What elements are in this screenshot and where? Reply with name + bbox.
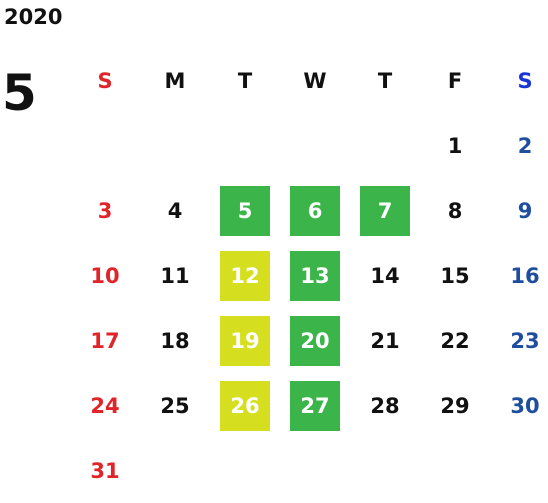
day-number: 29: [440, 393, 470, 418]
empty-cell: [350, 438, 420, 503]
day-cell-30: 30: [490, 373, 548, 438]
day-cell-13: 13: [280, 243, 350, 308]
day-cell-25: 25: [140, 373, 210, 438]
day-cell-18: 18: [140, 308, 210, 373]
day-cell-23: 23: [490, 308, 548, 373]
day-number: 2: [517, 133, 533, 158]
day-cell-2: 2: [490, 113, 548, 178]
weekday-header-wed: W: [303, 68, 327, 93]
highlight-box-green: 5: [220, 185, 270, 236]
day-number: 10: [90, 263, 120, 288]
day-number: 8: [447, 198, 463, 223]
day-number: 3: [97, 198, 113, 223]
day-cell-9: 9: [490, 178, 548, 243]
empty-cell: [140, 438, 210, 503]
empty-cell: [280, 438, 350, 503]
year-label: 2020: [4, 5, 63, 29]
day-cell-12: 12: [210, 243, 280, 308]
day-cell-6: 6: [280, 178, 350, 243]
day-number: 16: [510, 263, 540, 288]
day-cell-5: 5: [210, 178, 280, 243]
day-number: 1: [447, 133, 463, 158]
weekday-header-tue: T: [237, 68, 253, 93]
day-number: 24: [90, 393, 120, 418]
day-cell-24: 24: [70, 373, 140, 438]
day-number: 17: [90, 328, 120, 353]
highlight-box-yellow: 12: [220, 250, 270, 301]
weekday-header-mon: M: [164, 68, 186, 93]
highlight-box-yellow: 26: [220, 380, 270, 431]
highlight-box-green: 6: [290, 185, 340, 236]
day-number: 15: [440, 263, 470, 288]
day-number: 18: [160, 328, 190, 353]
weekday-header-sat: S: [517, 68, 533, 93]
day-cell-26: 26: [210, 373, 280, 438]
day-number: 23: [510, 328, 540, 353]
day-cell-19: 19: [210, 308, 280, 373]
day-cell-4: 4: [140, 178, 210, 243]
empty-cell: [210, 438, 280, 503]
weekday-header-thu: T: [377, 68, 393, 93]
highlight-box-green: 13: [290, 250, 340, 301]
day-number: 30: [510, 393, 540, 418]
day-cell-15: 15: [420, 243, 490, 308]
day-number: 21: [370, 328, 400, 353]
day-cell-1: 1: [420, 113, 490, 178]
month-label: 5: [2, 64, 37, 122]
day-cell-27: 27: [280, 373, 350, 438]
day-cell-31: 31: [70, 438, 140, 503]
day-number: 28: [370, 393, 400, 418]
day-number: 9: [517, 198, 533, 223]
weekday-header-sun: S: [97, 68, 113, 93]
empty-cell: [420, 438, 490, 503]
empty-cell: [280, 113, 350, 178]
day-cell-8: 8: [420, 178, 490, 243]
empty-cell: [140, 113, 210, 178]
day-cell-21: 21: [350, 308, 420, 373]
day-cell-29: 29: [420, 373, 490, 438]
empty-cell: [490, 438, 548, 503]
day-cell-11: 11: [140, 243, 210, 308]
day-cell-28: 28: [350, 373, 420, 438]
day-cell-20: 20: [280, 308, 350, 373]
day-number: 22: [440, 328, 470, 353]
day-cell-17: 17: [70, 308, 140, 373]
day-cell-3: 3: [70, 178, 140, 243]
empty-cell: [210, 113, 280, 178]
empty-cell: [70, 113, 140, 178]
day-cell-22: 22: [420, 308, 490, 373]
weekday-header-fri: F: [447, 68, 463, 93]
day-number: 11: [160, 263, 190, 288]
highlight-box-green: 7: [360, 185, 410, 236]
day-cell-10: 10: [70, 243, 140, 308]
day-number: 4: [167, 198, 183, 223]
day-number: 25: [160, 393, 190, 418]
highlight-box-green: 20: [290, 315, 340, 366]
empty-cell: [350, 113, 420, 178]
day-number: 14: [370, 263, 400, 288]
highlight-box-green: 27: [290, 380, 340, 431]
day-cell-16: 16: [490, 243, 548, 308]
day-cell-7: 7: [350, 178, 420, 243]
highlight-box-yellow: 19: [220, 315, 270, 366]
day-number: 31: [90, 458, 120, 483]
day-cell-14: 14: [350, 243, 420, 308]
